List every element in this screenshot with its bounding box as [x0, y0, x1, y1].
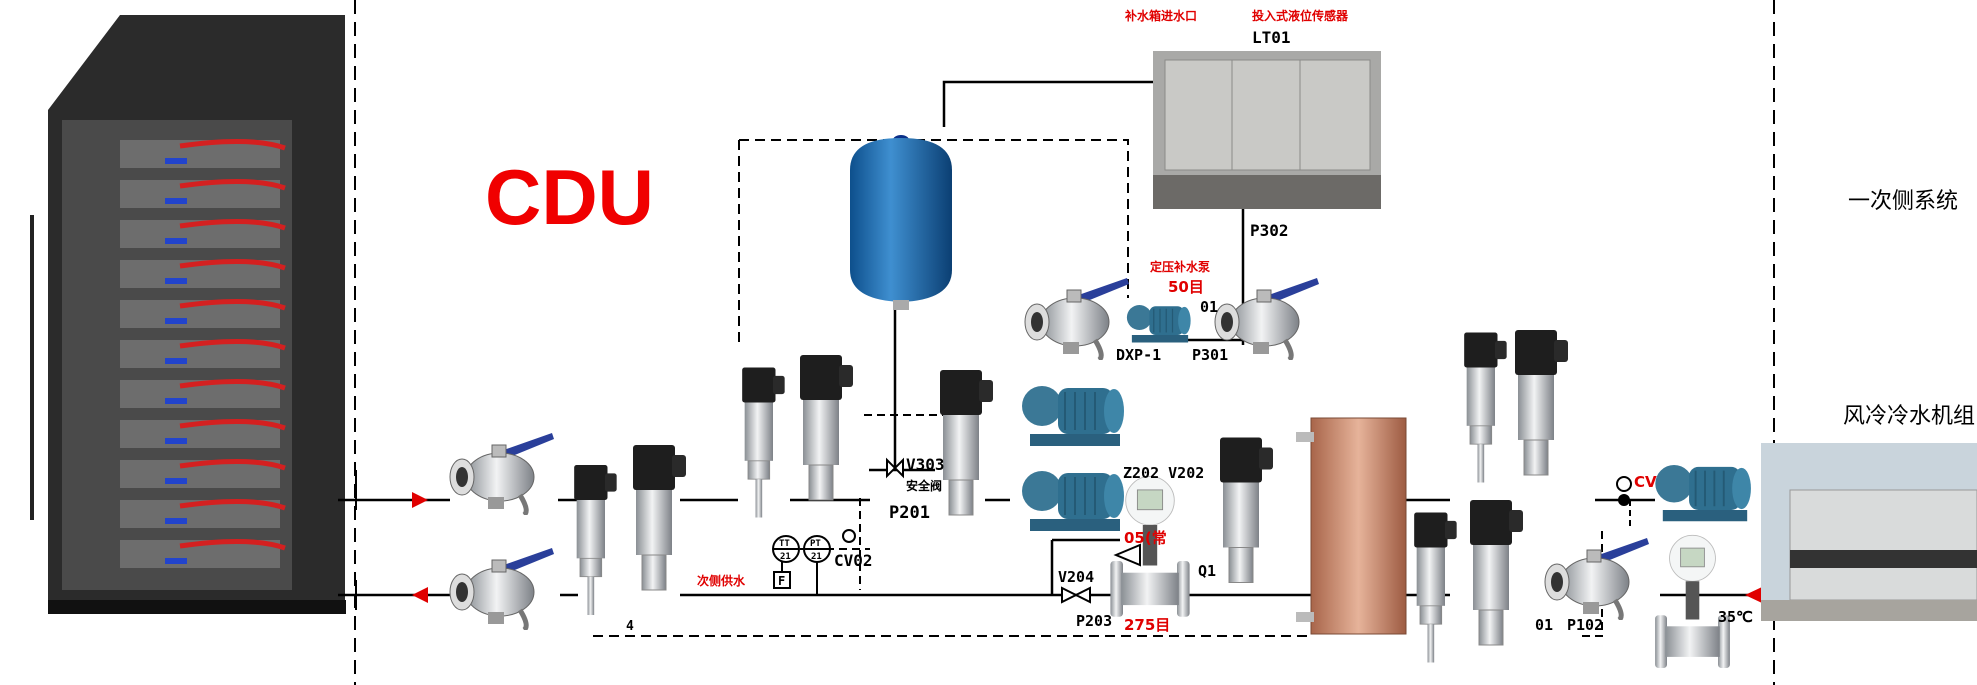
coolant-hose: [179, 498, 286, 511]
v303-tag: V303: [906, 455, 945, 474]
supply-ball-valve: [450, 433, 554, 515]
pressure-transmitter: [799, 354, 854, 501]
pressure-transmitter: [939, 369, 994, 516]
q1-tag: Q1: [1198, 562, 1216, 580]
coolant-hose: [179, 178, 286, 191]
temp-35-label: 35℃: [1718, 608, 1753, 626]
lt01-tag: LT01: [1252, 28, 1291, 47]
return-ball-valve: [450, 548, 554, 630]
flow-arrows: [412, 492, 1762, 603]
coolant-hose: [179, 298, 286, 311]
quick-connector: [165, 438, 187, 444]
filter-275-label: 275目: [1124, 616, 1170, 634]
partial-tag: 01: [1200, 298, 1218, 316]
coolant-hose: [179, 138, 286, 151]
level-sensor-label: 投入式液位传感器: [1252, 8, 1349, 23]
cdu-title: CDU: [485, 153, 654, 241]
p302-tag: P302: [1250, 221, 1289, 240]
expansion-ball-valve: [1025, 278, 1129, 360]
supply-arrow: [412, 492, 428, 508]
filter-50-label: 50目: [1168, 278, 1204, 296]
coolant-hose: [179, 458, 286, 471]
coolant-hose: [179, 378, 286, 391]
tt-number: 21: [780, 552, 791, 562]
z202-v202-tag: Z202 V202: [1123, 464, 1204, 482]
air-cooled-chiller-label: 风冷冷水机组: [1843, 404, 1975, 429]
pressure-transmitter: [1514, 329, 1569, 476]
circulation-pump-1: [1021, 385, 1125, 447]
safety-valve-label: 安全阀: [906, 478, 942, 493]
temperature-sensor: [1463, 332, 1508, 483]
cv02-valve-symbol: [842, 529, 856, 543]
primary-flowmeter: [1654, 534, 1731, 669]
tank-inlet-label: 补水箱进水口: [1124, 8, 1197, 23]
pressure-transmitter: [632, 445, 687, 591]
coolant-hose: [179, 338, 286, 351]
pressure-transmitter: [1469, 500, 1524, 646]
dxp-1-tag: DXP-1: [1116, 346, 1161, 364]
coolant-hose: [179, 538, 286, 551]
pt-label: PT: [810, 539, 821, 549]
cv-tag: CV: [1634, 473, 1657, 491]
instrument-symbols: [772, 457, 1632, 604]
cv-valve-symbol: [1616, 476, 1632, 492]
tag-4: 4: [626, 619, 634, 634]
makeup-ball-valve: [1215, 278, 1319, 360]
air-cooled-chiller-photo: [1761, 443, 1977, 621]
primary-system-label: 一次侧系统: [1848, 189, 1958, 214]
quick-connector: [165, 518, 187, 524]
makeup-water-tank: [1153, 51, 1381, 209]
coolant-hose: [179, 258, 286, 271]
coolant-hose: [179, 218, 286, 231]
p203-tag: P203: [1076, 612, 1112, 630]
normal-open-label: 05(常: [1124, 529, 1167, 547]
tt-label: TT: [779, 539, 790, 549]
plate-heat-exchanger: [1296, 417, 1407, 635]
v303-valve-symbol: [886, 457, 904, 479]
expansion-tank: [850, 135, 952, 310]
return-arrow: [412, 587, 428, 603]
server-rack: [30, 15, 346, 614]
secondary-supply-label: 次侧供水: [697, 573, 746, 588]
quick-connector: [165, 318, 187, 324]
v204-valve-symbol: [1061, 586, 1091, 604]
circulation-pump-2: [1021, 470, 1125, 532]
temperature-sensor: [573, 464, 618, 616]
quick-connector: [165, 158, 187, 164]
pt-number: 21: [811, 552, 822, 562]
quick-connector: [165, 238, 187, 244]
quick-connector: [165, 358, 187, 364]
quick-connector: [165, 198, 187, 204]
boundary-lines: [354, 0, 1775, 685]
pressure-transmitter: [1219, 436, 1274, 584]
quick-connector: [165, 278, 187, 284]
makeup-pump: [1126, 304, 1192, 344]
v204-tag: V204: [1058, 568, 1094, 586]
p102-tag: P102: [1567, 616, 1603, 634]
quick-connector: [165, 558, 187, 564]
p301-tag: P301: [1192, 346, 1228, 364]
piping: [338, 51, 1761, 610]
quick-connector: [165, 398, 187, 404]
temperature-sensor: [741, 366, 786, 519]
check-valve-symbol: [1113, 543, 1141, 567]
cv02-tag: CV02: [834, 551, 873, 570]
quick-connector: [165, 478, 187, 484]
temperature-sensor: [1413, 511, 1458, 664]
makeup-pump-label: 定压补水泵: [1150, 259, 1210, 274]
p201-tag: P201: [889, 503, 930, 523]
p101-partial-tag: 01: [1535, 616, 1553, 634]
primary-pump: [1654, 464, 1752, 523]
primary-ball-valve: [1545, 538, 1649, 620]
coolant-hose: [179, 418, 286, 431]
flow-switch-label: F: [778, 574, 785, 588]
primary-return-arrow: [1745, 587, 1762, 603]
